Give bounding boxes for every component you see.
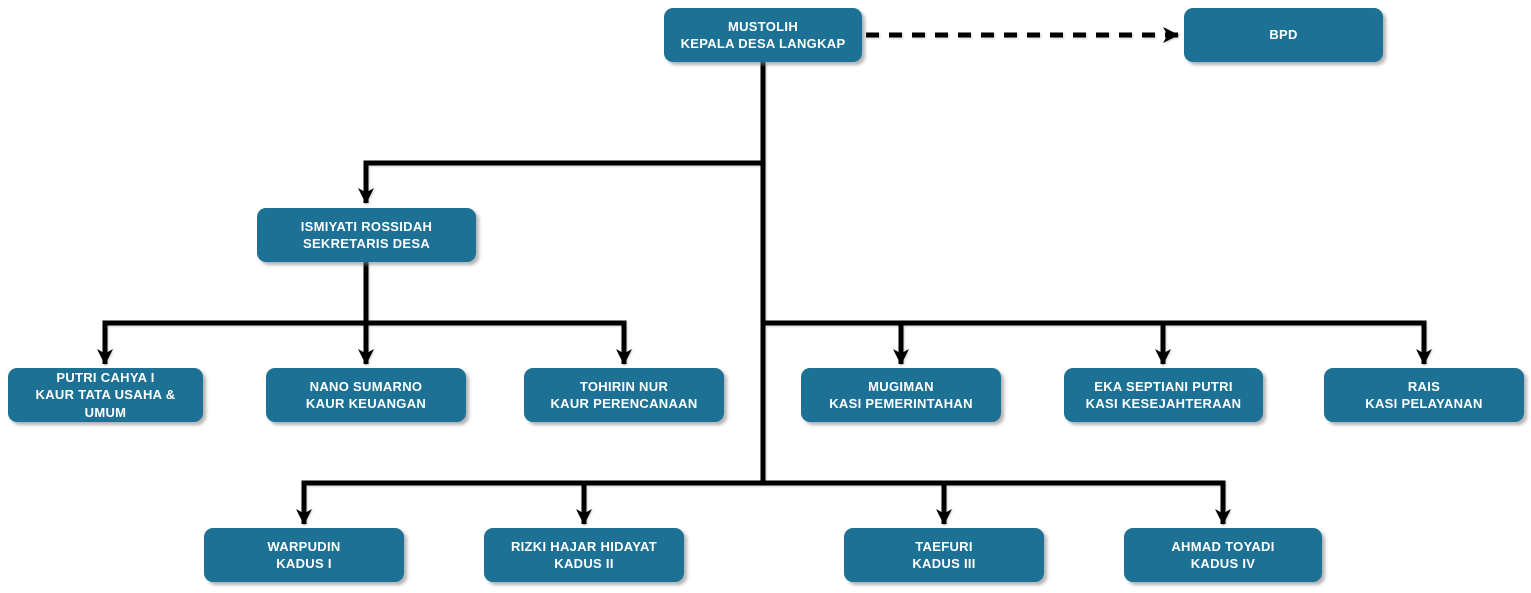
person-name: RIZKI HAJAR HIDAYAT xyxy=(510,538,658,554)
role-title: KADUS IV xyxy=(1190,556,1256,571)
node-kaur-keuangan: NANO SUMARNO KAUR KEUANGAN xyxy=(266,368,466,422)
role-title: KAUR PERENCANAAN xyxy=(550,396,698,411)
node-kaur-tata-usaha: PUTRI CAHYA I KAUR TATA USAHA & UMUM xyxy=(8,368,203,422)
role-title: KAUR TATA USAHA & UMUM xyxy=(35,387,176,420)
person-name: MUGIMAN xyxy=(868,378,934,394)
connector-branch-sekretaris xyxy=(358,160,763,204)
person-name: NANO SUMARNO xyxy=(309,378,423,394)
role-title: KASI PEMERINTAHAN xyxy=(829,396,973,411)
person-name: MUSTOLIH xyxy=(727,18,799,34)
role-title: KADUS I xyxy=(276,556,332,571)
role-title: KADUS III xyxy=(912,556,976,571)
node-kadus-4: AHMAD TOYADI KADUS IV xyxy=(1124,528,1322,582)
person-name: AHMAD TOYADI xyxy=(1171,538,1275,554)
role-title: KASI PELAYANAN xyxy=(1365,396,1483,411)
role-title: KAUR KEUANGAN xyxy=(305,396,427,411)
node-kadus-3: TAEFURI KADUS III xyxy=(844,528,1044,582)
node-bpd: BPD xyxy=(1184,8,1383,62)
person-name: TAEFURI xyxy=(915,538,973,554)
role-title: KADUS II xyxy=(554,556,614,571)
node-kaur-perencanaan: TOHIRIN NUR KAUR PERENCANAAN xyxy=(524,368,724,422)
person-name: BPD xyxy=(1269,27,1298,43)
person-name: EKA SEPTIANI PUTRI xyxy=(1094,378,1233,394)
person-name: PUTRI CAHYA I xyxy=(56,369,155,385)
node-kadus-1: WARPUDIN KADUS I xyxy=(204,528,404,582)
node-kasi-kesejahteraan: EKA SEPTIANI PUTRI KASI KESEJAHTERAAN xyxy=(1064,368,1263,422)
node-kasi-pelayanan: RAIS KASI PELAYANAN xyxy=(1324,368,1524,422)
role-title: KASI KESEJAHTERAAN xyxy=(1085,396,1242,411)
role-title: KEPALA DESA LANGKAP xyxy=(680,36,846,51)
node-kasi-pemerintahan: MUGIMAN KASI PEMERINTAHAN xyxy=(801,368,1001,422)
person-name: ISMIYATI ROSSIDAH xyxy=(300,218,433,234)
person-name: RAIS xyxy=(1407,378,1441,394)
node-kepala-desa: MUSTOLIH KEPALA DESA LANGKAP xyxy=(664,8,862,62)
role-title: SEKRETARIS DESA xyxy=(302,236,431,251)
person-name: WARPUDIN xyxy=(267,538,341,554)
node-sekretaris: ISMIYATI ROSSIDAH SEKRETARIS DESA xyxy=(257,208,476,262)
node-kadus-2: RIZKI HAJAR HIDAYAT KADUS II xyxy=(484,528,684,582)
person-name: TOHIRIN NUR xyxy=(579,378,669,394)
